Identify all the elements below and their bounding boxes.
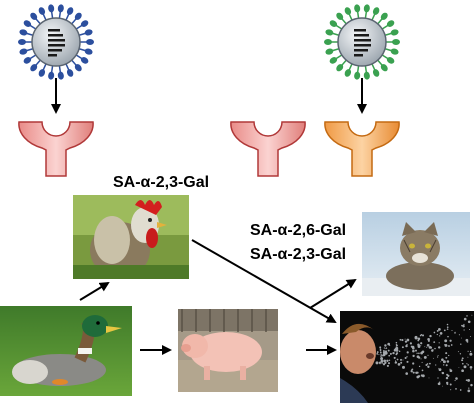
label-avian-receptor: SA-α-2,3-Gal xyxy=(113,174,210,191)
duck-image xyxy=(0,306,132,396)
arrow-duck-to-rooster xyxy=(79,281,110,301)
rooster-image xyxy=(73,195,189,279)
receptor-human-orange-icon xyxy=(324,121,400,177)
receptor-avian-pink-icon xyxy=(18,121,94,177)
label-mixed-receptor: SA-α-2,3-Gal xyxy=(250,246,347,263)
receptor-pig-pink-icon xyxy=(230,121,306,177)
human-sneeze-image xyxy=(340,311,474,403)
avian-virus-icon xyxy=(18,4,94,80)
arrow-pig-to-cat xyxy=(309,278,357,309)
pig-image xyxy=(178,309,278,392)
label-human-receptor: SA-α-2,6-Gal xyxy=(250,222,347,239)
human-virus-icon xyxy=(324,4,400,80)
cat-image xyxy=(362,212,470,296)
